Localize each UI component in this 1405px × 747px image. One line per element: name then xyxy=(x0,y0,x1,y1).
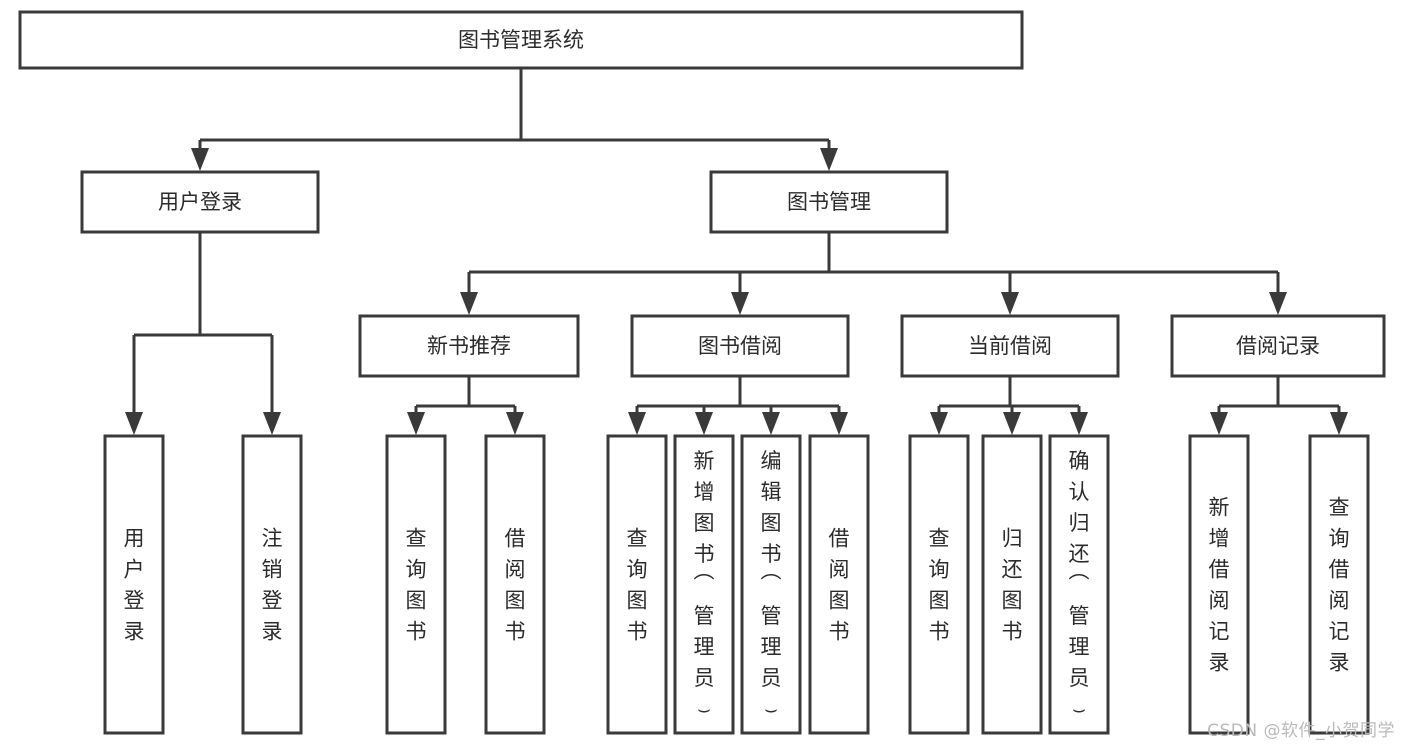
arrow-head-icon xyxy=(1070,412,1088,435)
arrow-head-icon xyxy=(695,412,713,435)
connector-group-root xyxy=(191,68,838,171)
arrow-head-icon xyxy=(125,412,143,435)
node-leaf-cur-return[interactable]: 归还图书 xyxy=(981,434,1043,735)
node-leaf-user-login[interactable]: 用户登录 xyxy=(103,434,165,735)
node-label: 查询图书 xyxy=(929,527,950,644)
arrow-head-icon xyxy=(407,412,425,435)
arrow-head-icon xyxy=(1330,412,1348,435)
node-label: 查询图书 xyxy=(406,527,427,644)
node-leaf-logout[interactable]: 注销登录 xyxy=(241,434,303,735)
node-current-borrow[interactable]: 当前借阅 xyxy=(900,314,1120,378)
connector-layer xyxy=(125,68,1348,435)
node-box xyxy=(740,434,802,735)
node-box xyxy=(1188,434,1250,735)
node-box xyxy=(1048,434,1110,735)
node-label: 用户登录 xyxy=(158,190,242,214)
node-leaf-rec-borrow[interactable]: 借阅图书 xyxy=(484,434,546,735)
node-box xyxy=(981,434,1043,735)
node-box xyxy=(103,434,165,735)
node-label: 查询图书 xyxy=(627,527,648,644)
node-label: 图书管理系统 xyxy=(458,28,584,52)
arrow-head-icon xyxy=(506,412,524,435)
arrow-head-icon xyxy=(930,412,948,435)
node-box xyxy=(606,434,668,735)
node-label: 图书管理 xyxy=(787,190,871,214)
node-leaf-cur-query[interactable]: 查询图书 xyxy=(908,434,970,735)
node-leaf-rec-query2[interactable]: 查询借阅记录 xyxy=(1308,434,1370,735)
node-box xyxy=(358,314,580,378)
node-label: 借阅图书 xyxy=(829,527,850,644)
node-box xyxy=(808,434,870,735)
node-leaf-borrow-do[interactable]: 借阅图书 xyxy=(808,434,870,735)
node-leaf-cur-confirm[interactable]: 确认归还⌒管理员⌣ xyxy=(1048,434,1110,735)
connector-group-user-login xyxy=(125,232,281,435)
node-book-manage[interactable]: 图书管理 xyxy=(709,170,949,234)
connector-group-book-borrow xyxy=(628,376,848,435)
node-label: 编辑图书⌒管理员⌣ xyxy=(761,449,782,721)
node-box xyxy=(630,314,850,378)
node-layer: 图书管理系统用户登录图书管理新书推荐图书借阅当前借阅借阅记录用户登录注销登录查询… xyxy=(18,10,1386,735)
node-label: 当前借阅 xyxy=(968,334,1052,358)
connector-group-book-manage xyxy=(460,232,1287,315)
node-leaf-rec-add[interactable]: 新增借阅记录 xyxy=(1188,434,1250,735)
watermark-label: CSDN @软件_小贺同学 xyxy=(1207,721,1395,741)
arrow-head-icon xyxy=(1210,412,1228,435)
node-leaf-borrow-edit[interactable]: 编辑图书⌒管理员⌣ xyxy=(740,434,802,735)
node-label: 查询借阅记录 xyxy=(1329,496,1350,675)
connector-group-new-book-rec xyxy=(407,376,524,435)
arrow-head-icon xyxy=(1003,412,1021,435)
node-box xyxy=(80,170,320,234)
node-box xyxy=(484,434,546,735)
node-label: 新增借阅记录 xyxy=(1209,496,1230,675)
arrow-head-icon xyxy=(1001,292,1019,315)
arrow-head-icon xyxy=(820,148,838,171)
node-leaf-borrow-query[interactable]: 查询图书 xyxy=(606,434,668,735)
node-label: 用户登录 xyxy=(124,527,145,644)
arrow-head-icon xyxy=(628,412,646,435)
node-label: 图书借阅 xyxy=(698,334,782,358)
node-box xyxy=(18,10,1024,70)
node-label: 新增图书⌒管理员⌣ xyxy=(694,449,715,721)
node-root[interactable]: 图书管理系统 xyxy=(18,10,1024,70)
node-box xyxy=(1308,434,1370,735)
node-box xyxy=(385,434,447,735)
arrow-head-icon xyxy=(460,292,478,315)
node-leaf-rec-query[interactable]: 查询图书 xyxy=(385,434,447,735)
node-label: 借阅记录 xyxy=(1236,334,1320,358)
node-label: 新书推荐 xyxy=(427,334,511,358)
node-box xyxy=(1170,314,1386,378)
arrow-head-icon xyxy=(731,292,749,315)
node-borrow-record[interactable]: 借阅记录 xyxy=(1170,314,1386,378)
node-leaf-borrow-add[interactable]: 新增图书⌒管理员⌣ xyxy=(673,434,735,735)
node-box xyxy=(709,170,949,234)
arrow-head-icon xyxy=(191,148,209,171)
node-box xyxy=(908,434,970,735)
node-new-book-rec[interactable]: 新书推荐 xyxy=(358,314,580,378)
arrow-head-icon xyxy=(762,412,780,435)
node-label: 借阅图书 xyxy=(505,527,526,644)
node-label: 确认归还⌒管理员⌣ xyxy=(1069,449,1090,721)
node-box xyxy=(241,434,303,735)
node-book-borrow[interactable]: 图书借阅 xyxy=(630,314,850,378)
arrow-head-icon xyxy=(1269,292,1287,315)
arrow-head-icon xyxy=(263,412,281,435)
node-label: 归还图书 xyxy=(1002,527,1023,644)
node-label: 注销登录 xyxy=(262,527,283,644)
arrow-head-icon xyxy=(830,412,848,435)
connector-group-borrow-record xyxy=(1210,376,1348,435)
node-box xyxy=(673,434,735,735)
node-box xyxy=(900,314,1120,378)
connector-group-current-borrow xyxy=(930,376,1088,435)
node-user-login[interactable]: 用户登录 xyxy=(80,170,320,234)
